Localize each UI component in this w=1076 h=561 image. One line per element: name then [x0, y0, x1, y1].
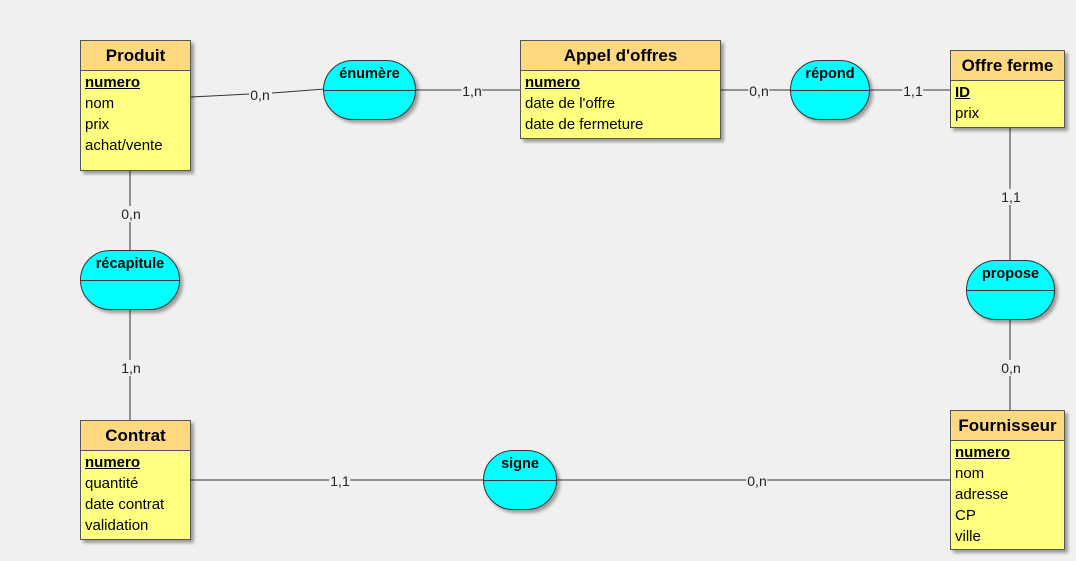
entity-attribute: CP [955, 507, 976, 524]
entity-key-attribute: numero [955, 444, 1011, 461]
relation-label: signe [501, 456, 539, 472]
entity-key-attribute: ID [955, 84, 970, 101]
relation-label: propose [981, 266, 1040, 282]
entity-attribute: date de l'offre [525, 95, 616, 112]
entity-offre-ferme[interactable]: Offre ferme ID prix [950, 50, 1065, 128]
entity-attribute: nom [955, 465, 985, 482]
relation-divider [324, 90, 415, 91]
entity-attribute: nom [85, 95, 115, 112]
relation-label: récapitule [95, 256, 165, 272]
entity-title: Offre ferme [951, 51, 1064, 81]
relation-divider [967, 290, 1054, 291]
relation-divider [484, 480, 556, 481]
entity-title: Contrat [81, 421, 190, 451]
relation-label: répond [805, 66, 855, 82]
entity-attribute: date de fermeture [525, 116, 644, 133]
entity-key-attribute: numero [85, 74, 141, 91]
relation-enumere[interactable]: énumère [323, 60, 416, 120]
relation-divider [791, 90, 869, 91]
relation-label: énumère [339, 66, 400, 82]
entity-title: Produit [81, 41, 190, 71]
relation-recapitule[interactable]: récapitule [80, 250, 180, 310]
cardinality-produit-recapitule: 0,n [120, 206, 142, 222]
entity-attribute: ville [955, 528, 981, 545]
entity-produit[interactable]: Produit numero nom prix achat/vente [80, 40, 191, 171]
link-produit-enumere-b [271, 88, 326, 94]
cardinality-fournisseur-signe: 0,n [746, 473, 768, 489]
entity-attribute: validation [85, 517, 149, 534]
cardinality-fournisseur-propose: 0,n [1000, 360, 1022, 376]
entity-attribute: quantité [85, 475, 139, 492]
entity-attribute: adresse [955, 486, 1009, 503]
relation-signe[interactable]: signe [483, 450, 557, 510]
entity-appel-doffres[interactable]: Appel d'offres numero date de l'offre da… [520, 40, 721, 139]
entity-fournisseur[interactable]: Fournisseur numero nom adresse CP ville [950, 410, 1065, 550]
link-produit-enumere [190, 93, 251, 98]
entity-title: Fournisseur [951, 411, 1064, 441]
relation-repond[interactable]: répond [790, 60, 870, 120]
cardinality-contrat-signe: 1,1 [329, 473, 351, 489]
relation-divider [81, 280, 179, 281]
entity-contrat[interactable]: Contrat numero quantité date contrat val… [80, 420, 191, 540]
relation-propose[interactable]: propose [966, 260, 1055, 320]
entity-title: Appel d'offres [521, 41, 720, 71]
entity-attribute: prix [85, 116, 110, 133]
entity-attribute: date contrat [85, 496, 165, 513]
entity-attribute: prix [955, 105, 980, 122]
entity-key-attribute: numero [525, 74, 581, 91]
cardinality-offre-repond: 1,1 [902, 83, 924, 99]
cardinality-produit-enumere: 0,n [249, 87, 271, 103]
cardinality-appel-repond: 0,n [748, 83, 770, 99]
entity-attribute: achat/vente [85, 137, 163, 154]
entity-key-attribute: numero [85, 454, 141, 471]
cardinality-offre-propose: 1,1 [1000, 189, 1022, 205]
cardinality-appel-enumere: 1,n [461, 83, 483, 99]
cardinality-contrat-recapitule: 1,n [120, 360, 142, 376]
